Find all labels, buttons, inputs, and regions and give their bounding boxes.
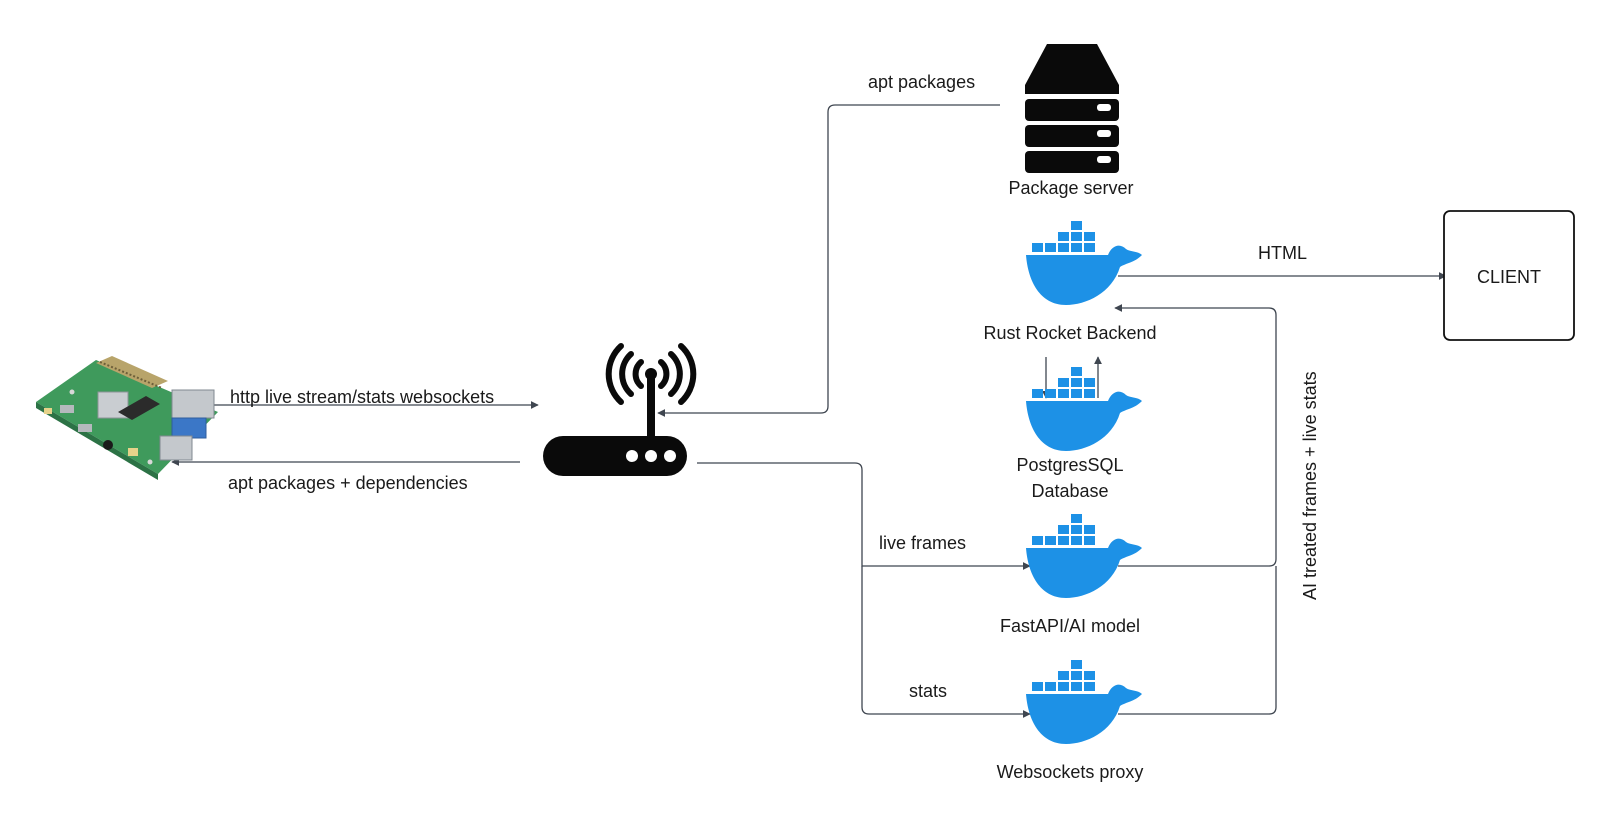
edge-stats <box>861 566 1031 718</box>
label-stats: stats <box>909 681 947 701</box>
edge-apt-packages <box>657 104 1000 417</box>
label-html: HTML <box>1258 243 1307 263</box>
edge-live-frames <box>697 462 1031 570</box>
docker-icon <box>1026 660 1142 744</box>
postgres-label-line1: PostgresSQL <box>1016 455 1123 475</box>
label-live-frames: live frames <box>879 533 966 553</box>
raspberry-pi-board-icon <box>36 356 218 480</box>
rust-backend-label: Rust Rocket Backend <box>983 323 1156 343</box>
client-label: CLIENT <box>1477 267 1541 287</box>
docker-icon <box>1026 221 1142 305</box>
label-apt-packages: apt packages <box>868 72 975 92</box>
package-server-label: Package server <box>1008 178 1133 198</box>
label-ai-frames: AI treated frames + live stats <box>1300 371 1320 600</box>
client-box <box>1443 210 1575 341</box>
docker-icon <box>1026 367 1142 451</box>
ws-proxy-label: Websockets proxy <box>997 762 1144 782</box>
label-apt-deps: apt packages + dependencies <box>228 473 468 493</box>
postgres-label-line2: Database <box>1031 481 1108 501</box>
server-icon <box>1025 44 1119 173</box>
edge-ai-frames <box>1114 304 1277 567</box>
fastapi-label: FastAPI/AI model <box>1000 616 1140 636</box>
wifi-router-icon <box>543 343 697 476</box>
edge-ws-to-backend <box>1118 566 1277 715</box>
docker-icon <box>1026 514 1142 598</box>
label-http-stream: http live stream/stats websockets <box>230 387 494 407</box>
